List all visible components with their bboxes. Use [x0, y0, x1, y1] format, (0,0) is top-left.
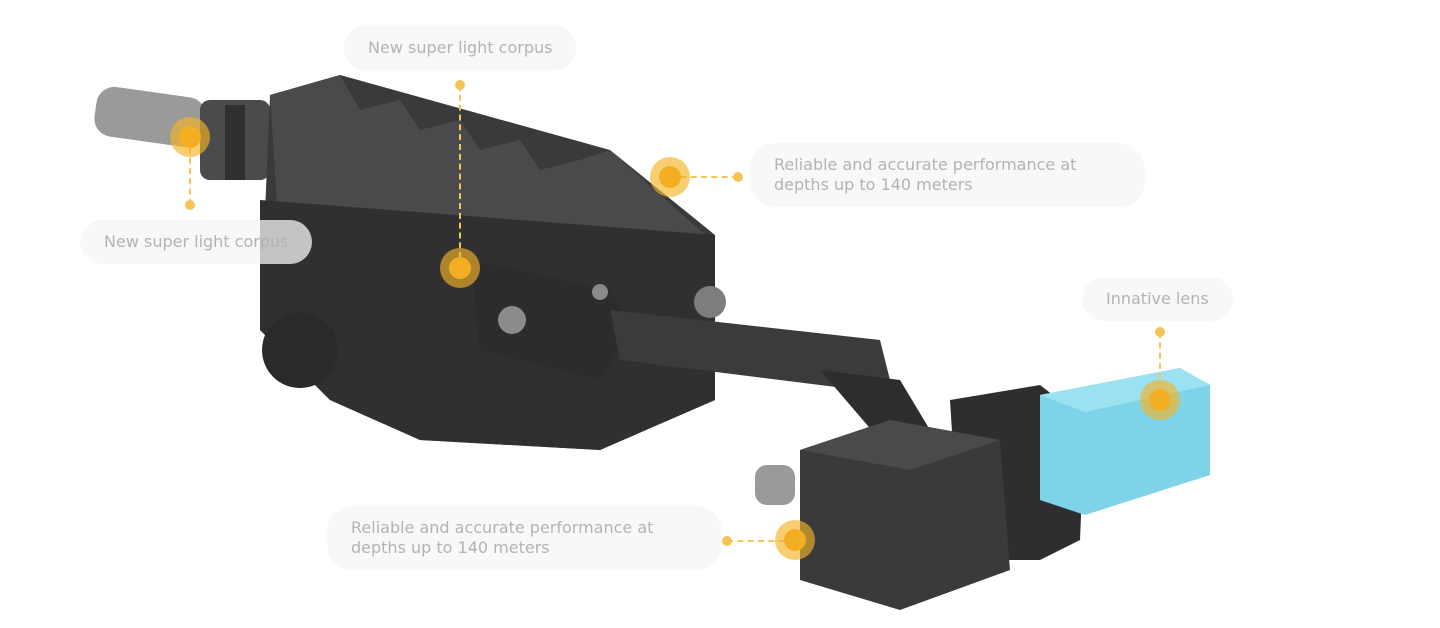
callout-label-bottom: Reliable and accurate performance at dep… [327, 506, 722, 570]
callout-label-lens: Innative lens [1082, 277, 1233, 321]
callout-label-top: New super light corpus [344, 26, 577, 70]
callout-dot [722, 536, 732, 546]
main-body [260, 75, 726, 450]
connector-line [459, 85, 461, 268]
hotspot-depth-top[interactable] [650, 157, 690, 197]
hotspot-lens[interactable] [1140, 380, 1180, 420]
connector-line [1159, 332, 1161, 400]
callout-dot [733, 172, 743, 182]
callout-dot [455, 80, 465, 90]
callout-dot [185, 200, 195, 210]
connector-line [670, 176, 738, 178]
connector-line [189, 137, 191, 205]
hotspot-connector[interactable] [170, 117, 210, 157]
callout-label-right: Reliable and accurate performance at dep… [750, 143, 1145, 207]
camera-module [755, 368, 1210, 610]
callout-label-left: New super light corpus [80, 220, 313, 264]
hotspot-depth-bottom[interactable] [775, 520, 815, 560]
connector-line [727, 540, 795, 542]
callout-dot [1155, 327, 1165, 337]
connector [94, 86, 270, 180]
hotspot-corpus[interactable] [440, 248, 480, 288]
